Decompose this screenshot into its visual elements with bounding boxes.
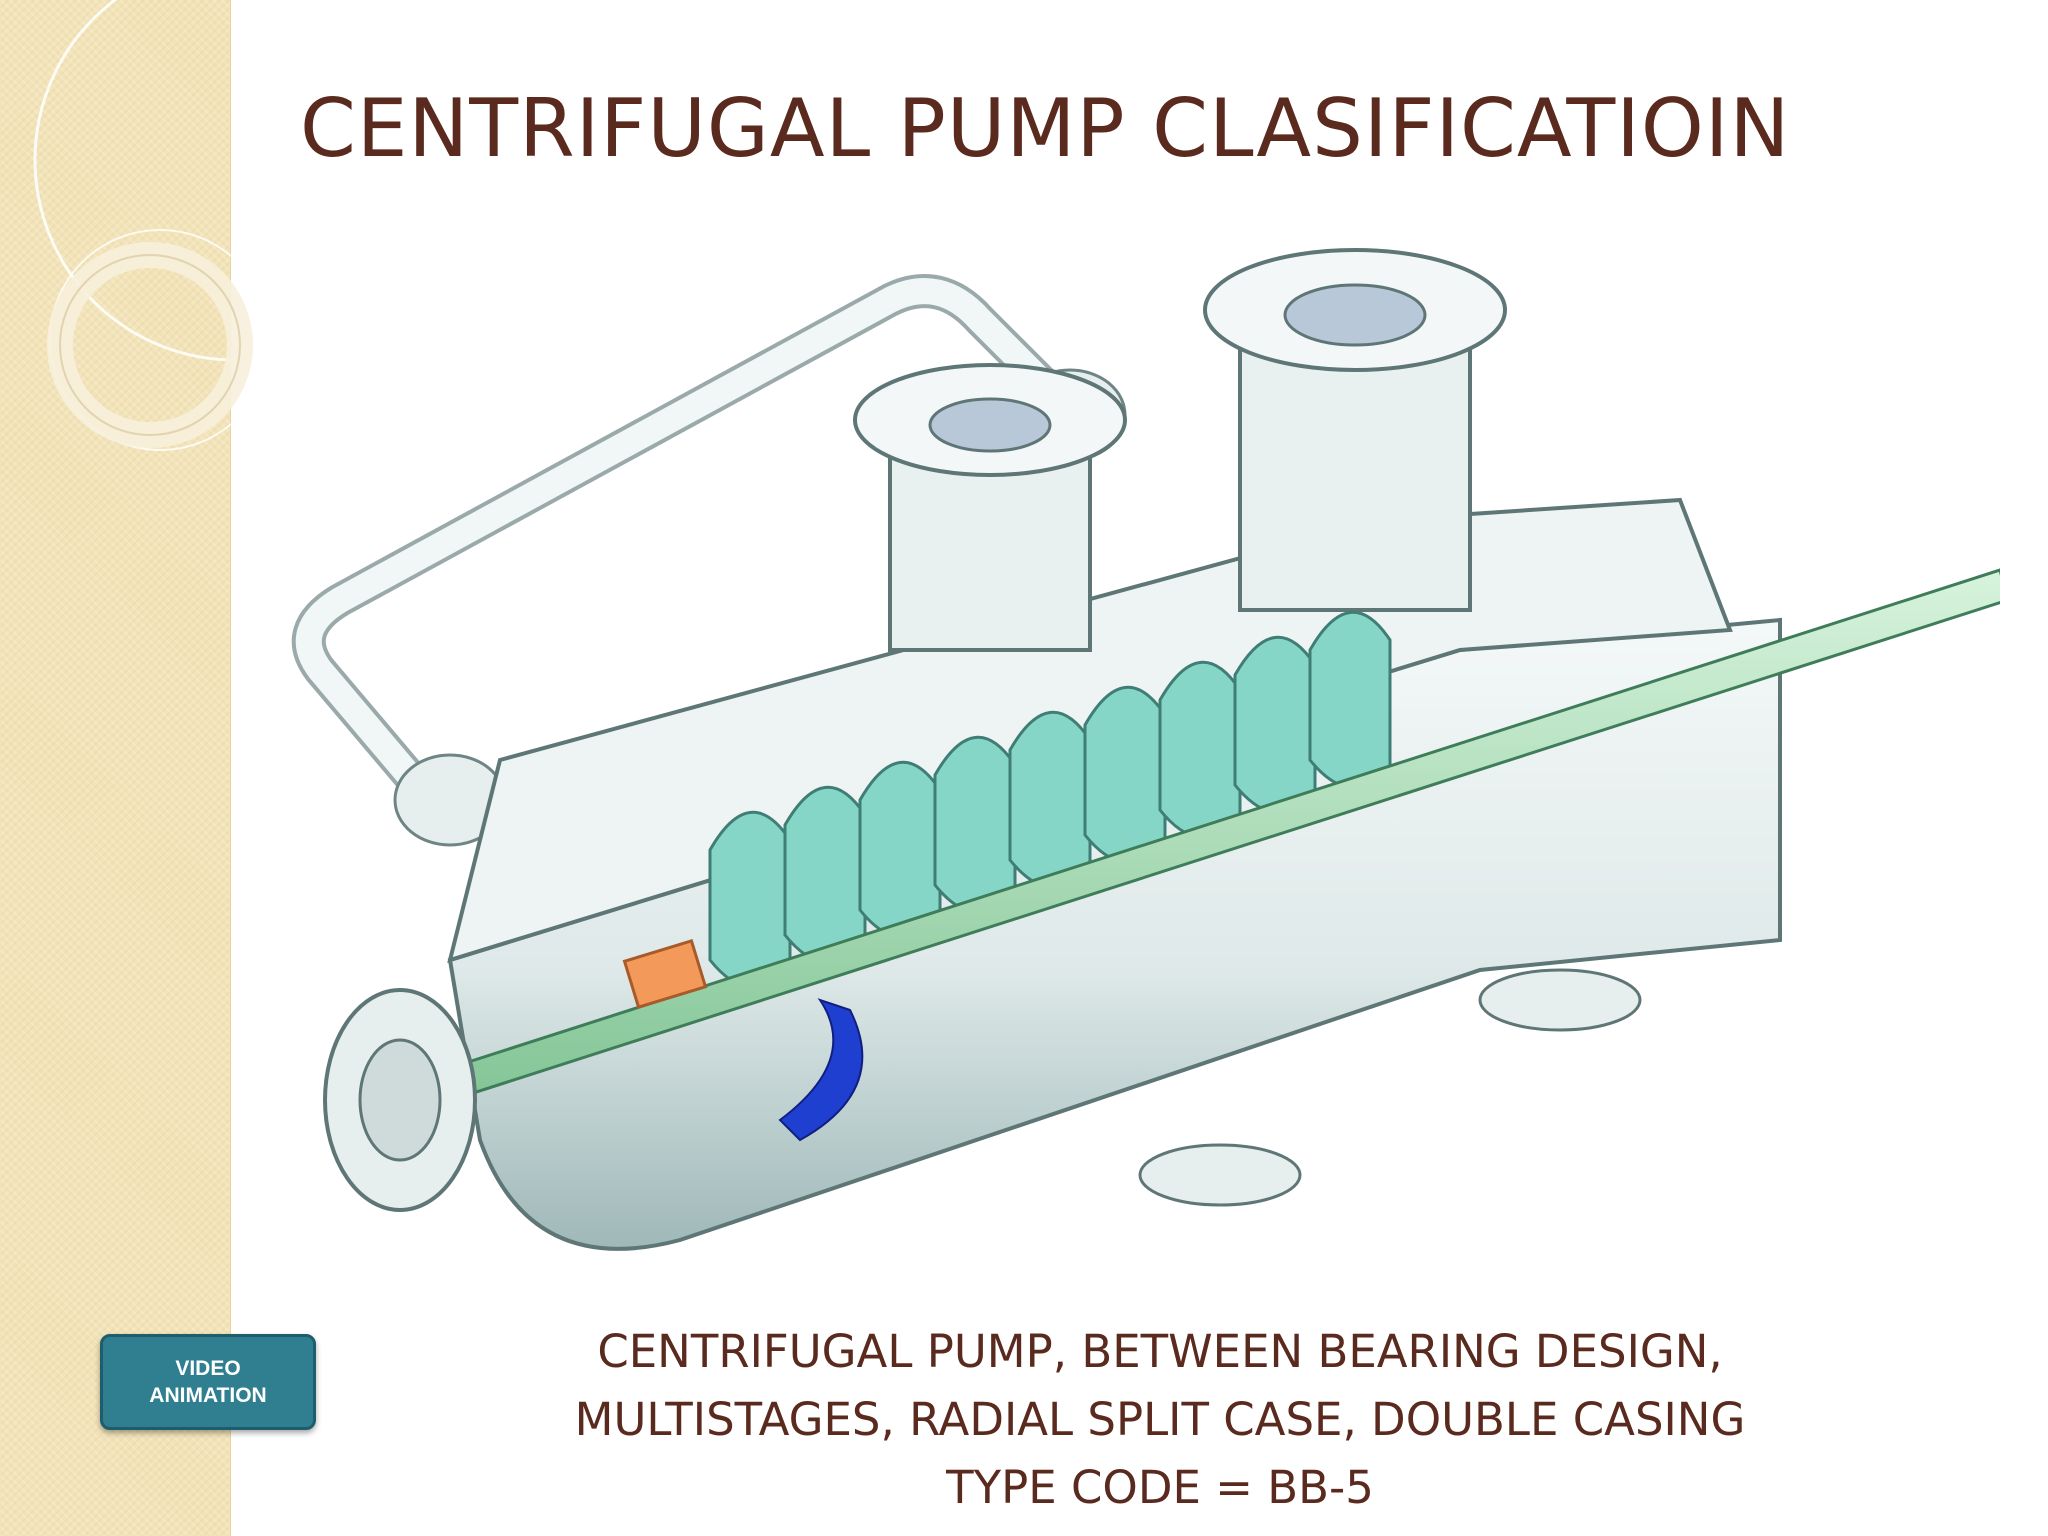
caption-line-2: MULTISTAGES, RADIAL SPLIT CASE, DOUBLE C… <box>574 1393 1746 1446</box>
bypass-pipe <box>291 274 1127 847</box>
video-button-label-2: ANIMATION <box>149 1384 267 1407</box>
video-button-label-1: VIDEO <box>175 1357 241 1380</box>
slide-title: CENTRIFUGAL PUMP CLASIFICATIOIN <box>300 82 1791 175</box>
video-animation-button[interactable]: VIDEO ANIMATION <box>100 1334 316 1430</box>
slide-caption: CENTRIFUGAL PUMP, BETWEEN BEARING DESIGN… <box>440 1318 1880 1522</box>
bearing-housing <box>323 988 477 1212</box>
caption-line-1: CENTRIFUGAL PUMP, BETWEEN BEARING DESIGN… <box>597 1325 1723 1378</box>
volute-passage <box>778 998 864 1142</box>
suction-nozzle <box>853 363 1127 652</box>
decorative-rings <box>33 0 260 451</box>
caption-line-3: TYPE CODE = BB-5 <box>946 1461 1374 1514</box>
discharge-nozzle <box>1203 248 1507 612</box>
impeller-stages <box>708 611 1392 990</box>
support-feet <box>1138 968 1642 1207</box>
pump-cutaway-illustration <box>291 248 2000 1251</box>
